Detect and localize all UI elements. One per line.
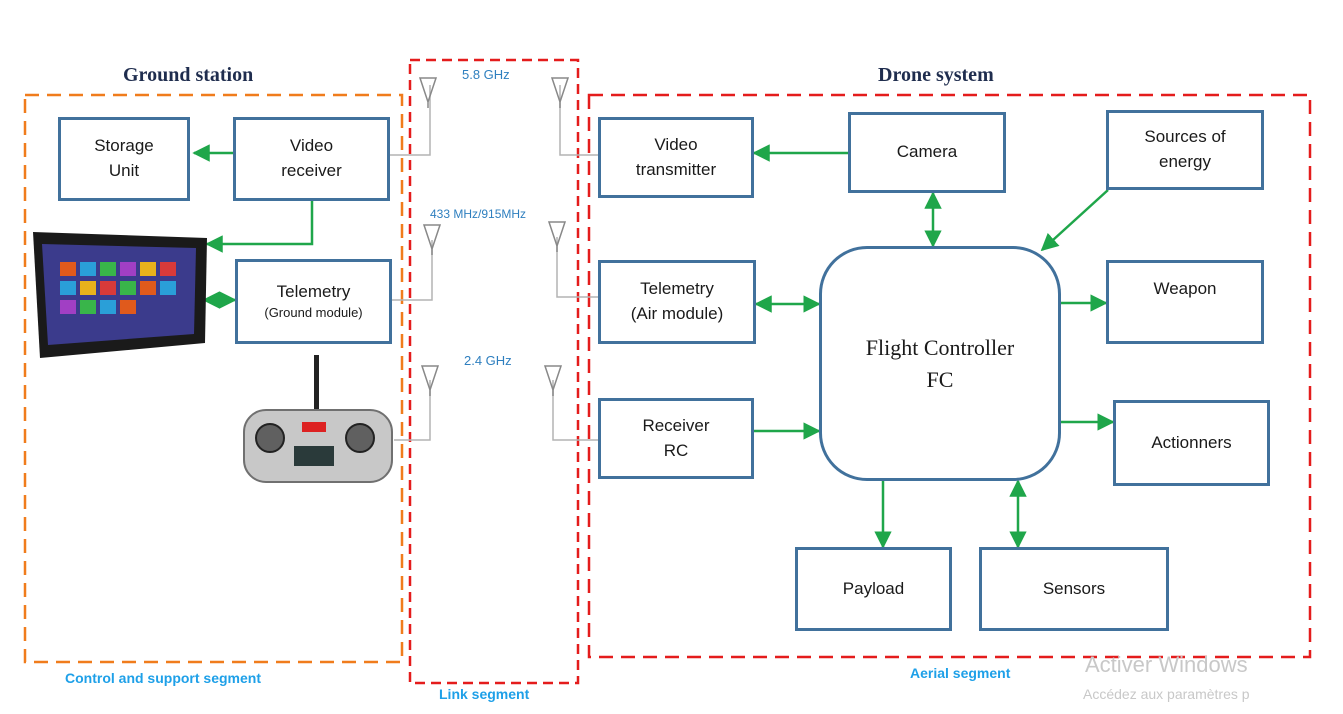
wire-video-air (559, 85, 598, 156)
payload-box: Payload (795, 547, 952, 631)
antenna-icon (543, 365, 563, 396)
drone-segment-region (587, 93, 1312, 659)
ground-station-title: Ground station (123, 64, 254, 86)
antenna-icon (547, 221, 567, 252)
windows-activation-subtext: Accédez aux paramètres p (1083, 686, 1250, 702)
antenna-icon (418, 77, 438, 108)
rc-transmitter-icon (243, 355, 393, 483)
camera-box: Camera (848, 112, 1006, 193)
sources-of-energy-box: Sources of energy (1106, 110, 1264, 190)
actionners-box: Actionners (1113, 400, 1270, 486)
storage-unit-box: Storage Unit (58, 117, 190, 201)
drone-system-title: Drone system (878, 64, 994, 86)
telemetry-air-box: Telemetry (Air module) (598, 260, 756, 344)
antenna-icon (420, 365, 440, 396)
wire-rc-air (552, 380, 598, 441)
receiver-rc-box: Receiver RC (598, 398, 754, 479)
telemetry-ground-box: Telemetry (Ground module) (235, 259, 392, 344)
weapon-box: Weapon (1106, 260, 1264, 344)
flight-controller-box: Flight Controller FC (819, 246, 1061, 481)
wire-video-ground (390, 85, 431, 156)
freq-rc-label: 2.4 GHz (464, 353, 512, 368)
antenna-icon (422, 224, 442, 255)
antenna-icon (550, 77, 570, 108)
telemetry-ground-subtitle: (Ground module) (264, 305, 363, 321)
telemetry-ground-title: Telemetry (276, 281, 351, 301)
wire-telemetry-air (556, 237, 598, 298)
arrow-video-to-tablet (205, 200, 314, 253)
video-receiver-box: Video receiver (233, 117, 390, 201)
freq-video-label: 5.8 GHz (462, 67, 510, 82)
video-transmitter-box: Video transmitter (598, 117, 754, 198)
ground-segment-region (23, 93, 404, 664)
sensors-box: Sensors (979, 547, 1169, 631)
windows-activation-watermark: Activer Windows (1085, 652, 1248, 677)
freq-telemetry-label: 433 MHz/915MHz (430, 207, 527, 221)
control-support-segment-label: Control and support segment (65, 670, 261, 686)
arrow-energy-to-fc (1040, 189, 1109, 252)
tablet-icon (33, 232, 207, 358)
aerial-segment-label: Aerial segment (910, 665, 1011, 681)
wire-telemetry-ground (390, 240, 433, 301)
link-segment-label: Link segment (439, 686, 530, 702)
wire-rc-ground (394, 380, 431, 441)
link-segment-region (408, 58, 580, 685)
